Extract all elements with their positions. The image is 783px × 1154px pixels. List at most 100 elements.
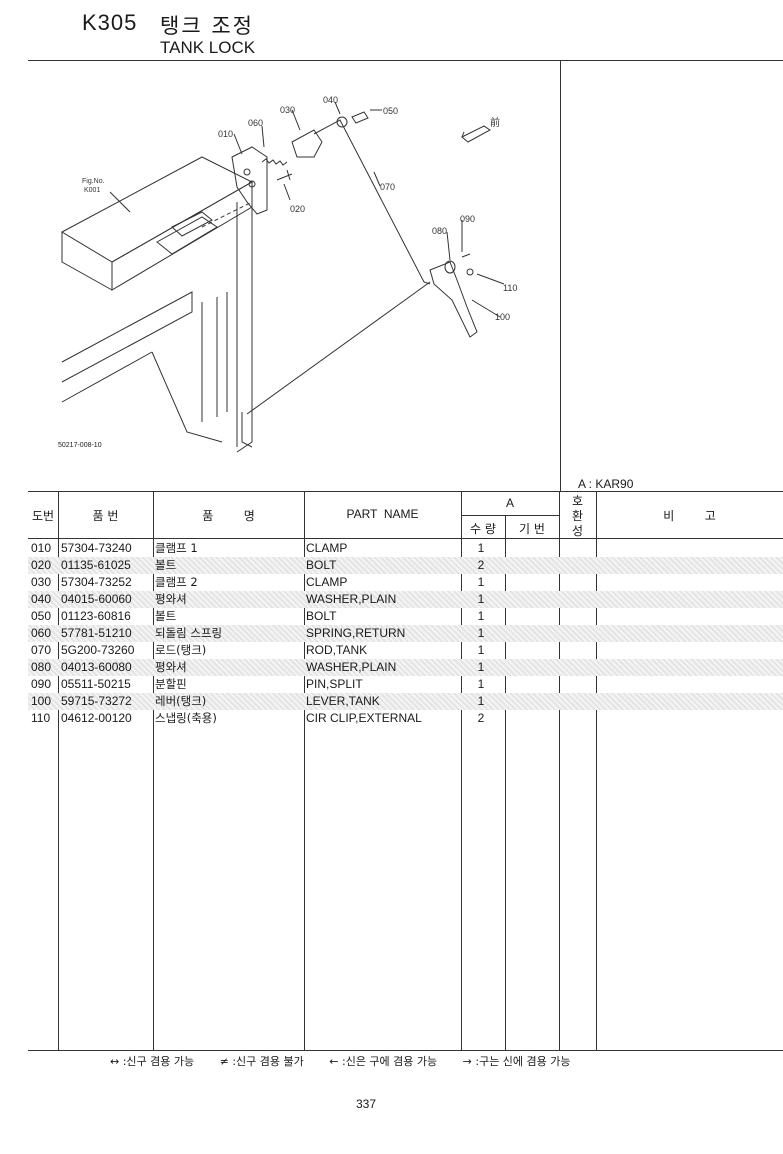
cell-name-kr: 평와셔 <box>155 592 187 606</box>
cell-part-name: BOLT <box>306 609 337 623</box>
cell-qty: 1 <box>477 592 485 606</box>
header-part-no: 품 번 <box>92 509 119 523</box>
section-title-korean: 탱크 조정 <box>160 14 254 38</box>
cell-name-kr: 분할핀 <box>155 677 187 691</box>
cell-qty: 1 <box>477 575 485 589</box>
header-group-a: A <box>505 496 514 510</box>
fig-ref-label: Fig.No. <box>82 178 105 185</box>
cell-part-no: 04015-60060 <box>61 592 132 606</box>
table-row: 060 57781-51210 되돌림 스프링 SPRING,RETURN 1 <box>28 625 783 642</box>
cell-name-kr: 스냅링(축용) <box>155 711 217 725</box>
compatibility-legend: ↔ :신구 겸용 가능 ≠ :신구 겸용 불가 ← :신은 구에 겸용 가능 →… <box>110 1053 593 1069</box>
cell-part-no: 04013-60080 <box>61 660 132 674</box>
col-divider-3 <box>304 491 305 1050</box>
table-row: 110 04612-00120 스냅링(축용) CIR CLIP,EXTERNA… <box>28 710 783 727</box>
cell-ref: 090 <box>31 677 52 691</box>
section-title-english: TANK LOCK <box>160 38 256 57</box>
col-divider-6 <box>559 491 560 1050</box>
table-row: 010 57304-73240 클램프 1 CLAMP 1 <box>28 540 783 557</box>
callout-010: 010 <box>218 129 233 139</box>
cell-part-no: 57304-73240 <box>61 541 132 555</box>
cell-part-name: WASHER,PLAIN <box>306 592 397 606</box>
table-row: 050 01123-60816 볼트 BOLT 1 <box>28 608 783 625</box>
tank-frame <box>60 156 254 263</box>
parts-table-body: 010 57304-73240 클램프 1 CLAMP 1 020 01135-… <box>28 540 783 727</box>
legend-item: → :구는 신에 겸용 가능 <box>462 1055 571 1068</box>
page-number: 337 <box>356 1097 377 1111</box>
cell-part-name: BOLT <box>306 558 337 572</box>
cell-ref: 070 <box>31 643 52 657</box>
col-divider-5 <box>505 515 506 1050</box>
header-rule <box>28 60 783 61</box>
cell-part-no: 57304-73252 <box>61 575 132 589</box>
cell-name-kr: 되돌림 스프링 <box>155 626 223 640</box>
clip-110-part <box>466 268 474 276</box>
cell-qty: 1 <box>477 694 485 708</box>
cell-qty: 1 <box>477 677 485 691</box>
header-compat-2: 환 <box>571 509 584 523</box>
table-row: 100 59715-73272 레버(탱크) LEVER,TANK 1 <box>28 693 783 710</box>
cell-ref: 040 <box>31 592 52 606</box>
cell-part-name: ROD,TANK <box>306 643 368 657</box>
diagram-right-divider <box>560 60 561 492</box>
table-row: 030 57304-73252 클램프 2 CLAMP 1 <box>28 574 783 591</box>
header-compat-1: 호 <box>571 494 584 508</box>
cell-ref: 030 <box>31 575 52 589</box>
cell-ref: 050 <box>31 609 52 623</box>
diagram-image-code: 50217-008-10 <box>58 442 102 449</box>
section-code: K305 <box>82 10 138 35</box>
rod-part <box>313 119 431 285</box>
cell-part-name: CIR CLIP,EXTERNAL <box>306 711 422 725</box>
header-compat-3: 성 <box>571 524 584 538</box>
table-bottom-rule <box>28 1050 783 1051</box>
callout-070: 070 <box>380 182 395 192</box>
clamp-1-part <box>231 146 268 215</box>
cell-part-name: PIN,SPLIT <box>306 677 363 691</box>
cell-name-kr: 클램프 1 <box>155 541 198 555</box>
split-pin-part <box>461 253 471 258</box>
callout-040: 040 <box>323 95 338 105</box>
table-row: 020 01135-61025 볼트 BOLT 2 <box>28 557 783 574</box>
header-qty: 수 량 <box>470 522 496 536</box>
header-name-kr: 품 명 <box>202 509 255 523</box>
table-row: 040 04015-60060 평와셔 WASHER,PLAIN 1 <box>28 591 783 608</box>
cell-part-no: 05511-50215 <box>61 677 131 691</box>
cell-ref: 100 <box>31 694 52 708</box>
cell-name-kr: 평와셔 <box>155 660 187 674</box>
cell-part-no: 59715-73272 <box>61 694 132 708</box>
lever-part <box>429 261 478 338</box>
header-remarks: 비 고 <box>663 509 716 523</box>
cell-part-no: 01123-60816 <box>61 609 131 623</box>
exploded-view-diagram: 010 020 030 040 050 060 070 080 090 100 … <box>60 95 517 453</box>
cell-part-name: LEVER,TANK <box>306 694 380 708</box>
cell-name-kr: 볼트 <box>155 558 177 572</box>
cell-qty: 1 <box>477 541 485 555</box>
legend-item: ↔ :신구 겸용 가능 <box>110 1055 195 1068</box>
table-row: 080 04013-60080 평와셔 WASHER,PLAIN 1 <box>28 659 783 676</box>
spring-part <box>261 158 288 166</box>
table-header-bottom-rule <box>28 538 783 539</box>
cell-ref: 060 <box>31 626 52 640</box>
bolt-050-part <box>351 111 369 124</box>
washer-080-part <box>444 260 456 274</box>
clamp-2-part <box>291 129 323 158</box>
callout-110: 110 <box>503 283 517 293</box>
bolt-020-part <box>276 169 293 181</box>
table-top-rule <box>28 491 783 492</box>
cell-part-no: 57781-51210 <box>61 626 132 640</box>
table-a-subrule <box>461 515 559 516</box>
cell-part-name: CLAMP <box>306 541 348 555</box>
legend-item: ≠ :신구 겸용 불가 <box>219 1055 304 1068</box>
table-row: 070 5G200-73260 로드(탱크) ROD,TANK 1 <box>28 642 783 659</box>
cell-name-kr: 클램프 2 <box>155 575 198 589</box>
cell-qty: 1 <box>477 643 485 657</box>
cell-ref: 010 <box>31 541 52 555</box>
cell-name-kr: 레버(탱크) <box>155 694 207 708</box>
callout-090: 090 <box>460 214 475 224</box>
col-divider-2 <box>153 491 154 1050</box>
cell-part-no: 04612-00120 <box>61 711 132 725</box>
cell-qty: 1 <box>477 609 485 623</box>
callout-100: 100 <box>495 312 510 322</box>
cell-qty: 2 <box>477 711 485 725</box>
cell-part-name: WASHER,PLAIN <box>306 660 397 674</box>
